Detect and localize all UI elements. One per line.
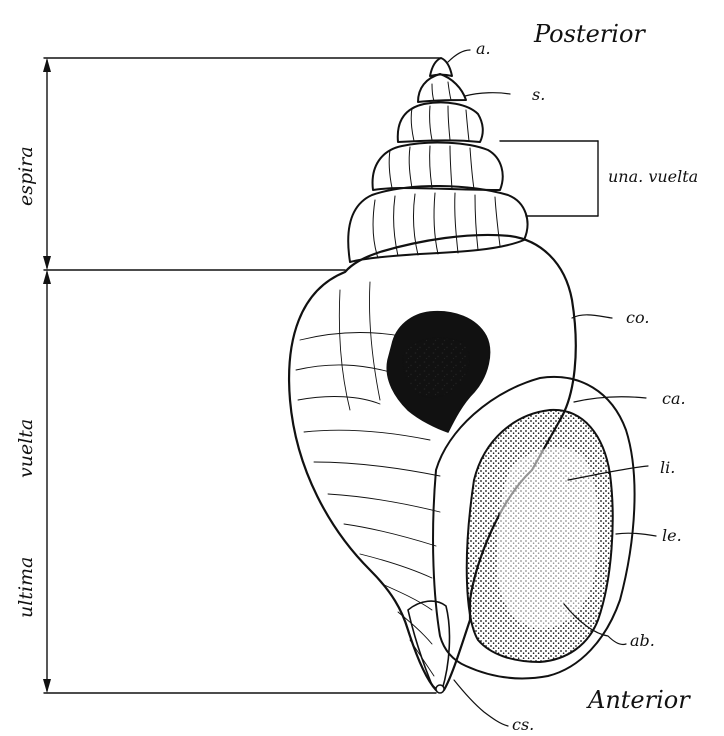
suture-label: s. bbox=[532, 85, 545, 104]
aperture-label: ab. bbox=[630, 631, 655, 650]
inner-lip-label: li. bbox=[660, 458, 675, 477]
callus-label: ca. bbox=[662, 389, 686, 408]
body-whorl-label-lower: ultima bbox=[15, 557, 37, 618]
dimension-lines bbox=[43, 58, 440, 693]
siphonal-notch bbox=[436, 685, 444, 693]
body-whorl-label-upper: vuelta bbox=[15, 419, 37, 478]
spire-whorl-1 bbox=[418, 74, 466, 102]
one-whorl-label: una. vuelta bbox=[608, 167, 698, 186]
outer-lip-label: le. bbox=[662, 526, 682, 545]
axial-ribs bbox=[373, 82, 500, 258]
spire-whorl-4 bbox=[348, 186, 527, 262]
apex-label: a. bbox=[476, 39, 491, 58]
spire-whorl-3 bbox=[373, 143, 503, 190]
siphonal-canal-label: cs. bbox=[512, 715, 534, 731]
columella-label: co. bbox=[626, 308, 649, 327]
posterior-label: Posterior bbox=[533, 20, 646, 48]
arrowhead-down bbox=[43, 256, 51, 270]
anterior-label: Anterior bbox=[586, 686, 691, 714]
spire-whorl-2 bbox=[398, 102, 483, 142]
arrowhead-up bbox=[43, 58, 51, 72]
shell bbox=[289, 58, 634, 693]
spire-label: espira bbox=[15, 146, 37, 206]
aperture-interior bbox=[497, 448, 598, 629]
arrowhead-up bbox=[43, 270, 51, 284]
arrowhead-down bbox=[43, 679, 51, 693]
one-whorl-bracket bbox=[500, 141, 598, 216]
